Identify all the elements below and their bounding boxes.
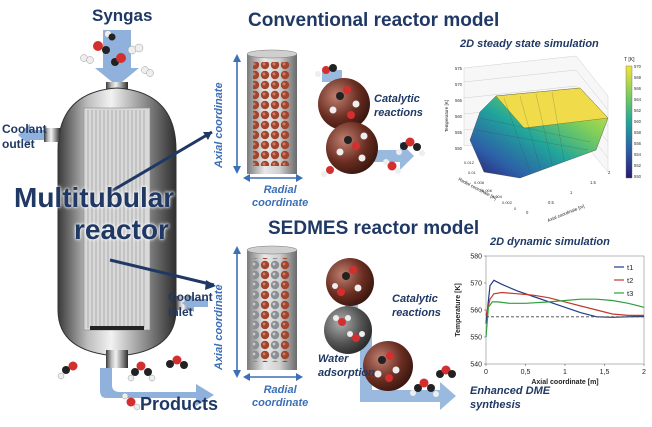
y-tick-label: 570 bbox=[470, 281, 482, 288]
series-line-t3 bbox=[485, 298, 645, 338]
y-tick-label: 550 bbox=[470, 335, 482, 342]
svg-text:0.01: 0.01 bbox=[468, 170, 477, 175]
svg-text:0.002: 0.002 bbox=[502, 200, 513, 205]
svg-text:570: 570 bbox=[455, 82, 463, 87]
z-axis-label: Temperature [K] bbox=[444, 100, 449, 132]
enhanced-dme-label: Enhanced DME synthesis bbox=[470, 385, 551, 411]
legend-label-t3: t3 bbox=[627, 289, 633, 298]
x-tick-label: 0,5 bbox=[521, 369, 531, 376]
sedmes-title: SEDMES reactor model bbox=[268, 218, 480, 239]
svg-text:562: 562 bbox=[634, 108, 642, 113]
connector-top bbox=[109, 130, 213, 194]
y-tick-label: 540 bbox=[470, 362, 482, 369]
sedmes-radial-label: Radial coordinate bbox=[252, 384, 309, 409]
main-label-line1: Multitubular bbox=[14, 182, 175, 213]
x-tick-label: 0 bbox=[484, 369, 488, 376]
sedmes-axial-label: Axial coordinate bbox=[213, 284, 225, 370]
products-label: Products bbox=[140, 394, 219, 414]
sedmes-catalyst-spheres bbox=[324, 258, 413, 391]
svg-text:550: 550 bbox=[634, 174, 642, 179]
svg-text:558: 558 bbox=[634, 130, 642, 135]
dynamic-plot: 2D dynamic simulation 540 550 560 570 580 0 0,… bbox=[452, 236, 650, 388]
conventional-product-molecules bbox=[383, 137, 425, 174]
surface-plot-svg: T [K] 570 568 566 564 562 560 558 556 55… bbox=[444, 55, 642, 223]
legend-label-t1: t1 bbox=[627, 263, 633, 272]
svg-text:0: 0 bbox=[526, 210, 529, 215]
svg-text:568: 568 bbox=[634, 75, 642, 80]
y-tick-label: 560 bbox=[470, 308, 482, 315]
water-adsorption-label: Water adsorption bbox=[318, 353, 375, 379]
x-tick-label: 2 bbox=[642, 369, 646, 376]
svg-text:560: 560 bbox=[634, 119, 642, 124]
x-tick-label: 1,5 bbox=[600, 369, 610, 376]
sedmes-catalytic-label: Catalytic reactions bbox=[392, 293, 441, 319]
svg-text:0.008: 0.008 bbox=[474, 180, 485, 185]
steady-state-plot: 2D steady state simulation bbox=[440, 38, 648, 226]
conventional-title: Conventional reactor model bbox=[248, 10, 500, 31]
y-axis-label: Temperature [K] bbox=[455, 283, 462, 337]
svg-text:0: 0 bbox=[514, 206, 517, 211]
svg-text:556: 556 bbox=[634, 141, 642, 146]
svg-text:565: 565 bbox=[455, 98, 463, 103]
plot-area bbox=[485, 255, 645, 365]
colorbar-label: T [K] bbox=[624, 57, 635, 63]
syngas-molecules bbox=[80, 30, 154, 77]
svg-text:560: 560 bbox=[455, 114, 463, 119]
sedmes-product-molecules bbox=[410, 365, 456, 397]
svg-text:1: 1 bbox=[570, 190, 573, 195]
conventional-catalyst-spheres bbox=[315, 64, 378, 177]
products-arrow bbox=[100, 368, 214, 406]
svg-text:1.5: 1.5 bbox=[590, 180, 596, 185]
product-molecules bbox=[57, 355, 188, 411]
sedmes-tube bbox=[246, 245, 298, 370]
svg-text:0.012: 0.012 bbox=[464, 160, 475, 165]
connector-bottom bbox=[109, 258, 215, 287]
svg-text:564: 564 bbox=[634, 97, 642, 102]
main-label-line2: reactor bbox=[74, 214, 169, 245]
conventional-radial-label: Radial coordinate bbox=[252, 184, 309, 209]
conventional-catalytic-label: Catalytic reactions bbox=[374, 93, 423, 119]
reactor-vessel bbox=[44, 82, 192, 368]
coolant-outlet-arrow bbox=[18, 124, 44, 146]
svg-text:0.5: 0.5 bbox=[548, 200, 554, 205]
svg-text:575: 575 bbox=[455, 66, 463, 71]
svg-text:550: 550 bbox=[455, 146, 463, 151]
syngas-label: Syngas bbox=[92, 6, 153, 25]
coolant-inlet-label: Coolant inlet bbox=[168, 290, 213, 319]
coolant-inlet-arrow bbox=[182, 294, 208, 312]
conventional-tube bbox=[246, 49, 298, 174]
coolant-outlet-label: Coolant outlet bbox=[2, 122, 47, 151]
legend-label-t2: t2 bbox=[627, 276, 633, 285]
svg-text:555: 555 bbox=[455, 130, 463, 135]
series-line-t2 bbox=[485, 291, 644, 317]
y-tick-label: 580 bbox=[470, 254, 482, 261]
svg-text:554: 554 bbox=[634, 152, 642, 157]
svg-text:566: 566 bbox=[634, 86, 642, 91]
x-tick-label: 1 bbox=[563, 369, 567, 376]
svg-text:0.006: 0.006 bbox=[482, 188, 493, 193]
svg-text:0.004: 0.004 bbox=[492, 194, 503, 199]
dynamic-plot-title: 2D dynamic simulation bbox=[490, 236, 610, 248]
svg-text:552: 552 bbox=[634, 163, 642, 168]
axial-axis-label: Axial coordinate [m] bbox=[547, 203, 586, 222]
svg-text:2: 2 bbox=[608, 170, 611, 175]
conventional-axial-label: Axial coordinate bbox=[213, 82, 225, 168]
x-axis-label: Axial coordinate [m] bbox=[531, 379, 598, 386]
svg-text:570: 570 bbox=[634, 64, 642, 69]
steady-state-title: 2D steady state simulation bbox=[460, 38, 599, 50]
multitubular-reactor-label: Multitubular reactor bbox=[14, 182, 174, 246]
